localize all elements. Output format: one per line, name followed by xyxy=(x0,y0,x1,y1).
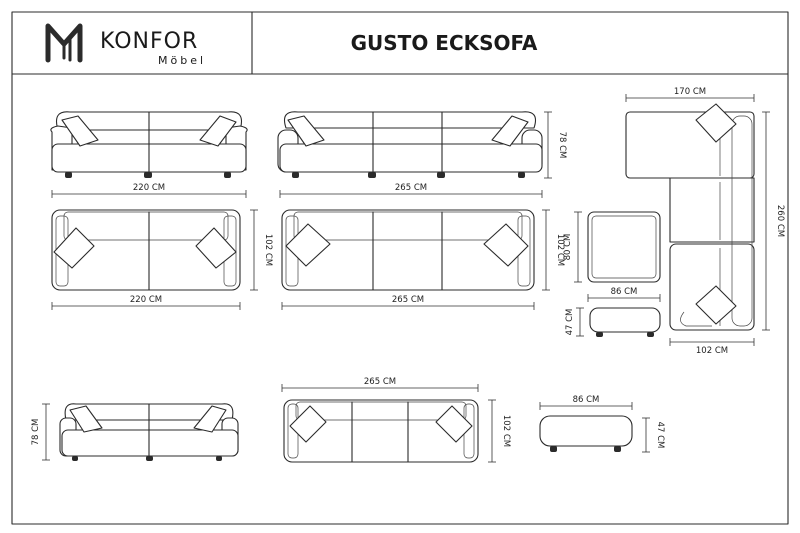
dimension-label: 170 CM xyxy=(674,87,706,97)
sofa-2seat-front-view xyxy=(50,111,248,178)
dimension-label: 78 CM xyxy=(31,419,41,446)
dim-sofa2-front-width: 220 CM xyxy=(51,183,247,198)
ottoman-top-view xyxy=(587,211,661,283)
dimension-label: 220 CM xyxy=(130,295,162,305)
pillow xyxy=(285,223,331,267)
dim-sofa2-top-depth: 102 CM xyxy=(250,209,273,291)
brand-sub: Möbel xyxy=(158,54,206,67)
sofa-2seat-front-view-small xyxy=(59,403,239,461)
dimension-label: 80 CM xyxy=(563,234,573,261)
dimension-label: 102 CM xyxy=(501,415,511,447)
pillow xyxy=(435,405,473,443)
pillow xyxy=(69,405,103,433)
dim-sofa3-top-depth: 102 CM xyxy=(542,209,565,291)
dim-ottoman-top-depth: 80 CM xyxy=(563,211,582,283)
sofa-2seat-top-view xyxy=(51,209,241,291)
sofa-3seat-top-view-small xyxy=(283,399,479,463)
pillow xyxy=(483,223,529,267)
dimension-label: 86 CM xyxy=(611,287,638,297)
pillow xyxy=(193,405,227,433)
pillow xyxy=(491,115,529,147)
pillow xyxy=(289,405,327,443)
dim-sofa2-bottom-height: 78 CM xyxy=(31,403,50,461)
pillow xyxy=(195,227,237,269)
pillow xyxy=(61,115,99,147)
dimension-label: 220 CM xyxy=(133,183,165,193)
dim-sofa3-top-width: 265 CM xyxy=(281,295,535,310)
dimension-label: 265 CM xyxy=(395,183,427,193)
dimension-label: 86 CM xyxy=(573,395,600,405)
sofa-3seat-top-view xyxy=(281,209,535,291)
dimension-label: 102 CM xyxy=(263,234,273,266)
dimension-label: 102 CM xyxy=(555,234,565,266)
dimension-label: 260 CM xyxy=(775,205,785,237)
dim-corner-top-width: 170 CM xyxy=(625,87,755,102)
dim-sofa3-front-height: 78 CM xyxy=(544,111,567,179)
pillow xyxy=(695,103,737,143)
dimension-label: 78 CM xyxy=(557,132,567,159)
dim-ottoman-side-height: 47 CM xyxy=(565,307,584,337)
sofa-3seat-front-view xyxy=(277,111,543,178)
dim-corner-bottom-depth: 102 CM xyxy=(669,338,755,356)
page-title: GUSTO ECKSOFA xyxy=(351,31,538,55)
dim-sofa3-bottom-depth: 102 CM xyxy=(488,399,511,463)
dimension-label: 47 CM xyxy=(655,422,665,449)
brand-logo: KONFOR Möbel xyxy=(45,23,206,67)
dim-sofa2-top-width: 220 CM xyxy=(51,295,241,310)
dim-ottoman-top-width: 86 CM xyxy=(587,287,661,302)
corner-sofa-top-view xyxy=(625,103,755,331)
pillow xyxy=(287,115,325,147)
dim-sofa3-front-width: 265 CM xyxy=(279,183,543,198)
pillow xyxy=(199,115,237,147)
ottoman-side-view-small xyxy=(589,307,661,337)
dimension-label: 47 CM xyxy=(565,309,575,336)
dim-ottoman-bottom-height: 47 CM xyxy=(642,417,665,453)
dim-ottoman-bottom-width: 86 CM xyxy=(539,395,633,410)
dimension-label: 265 CM xyxy=(364,377,396,387)
dim-sofa3-bottom-width: 265 CM xyxy=(281,377,479,392)
ottoman-side-view xyxy=(539,415,633,452)
dimension-label: 265 CM xyxy=(392,295,424,305)
dimension-label: 102 CM xyxy=(696,346,728,356)
pillow xyxy=(695,285,737,325)
brand-name: KONFOR xyxy=(100,29,198,54)
pillow xyxy=(53,227,95,269)
dim-corner-length: 260 CM xyxy=(762,111,785,331)
